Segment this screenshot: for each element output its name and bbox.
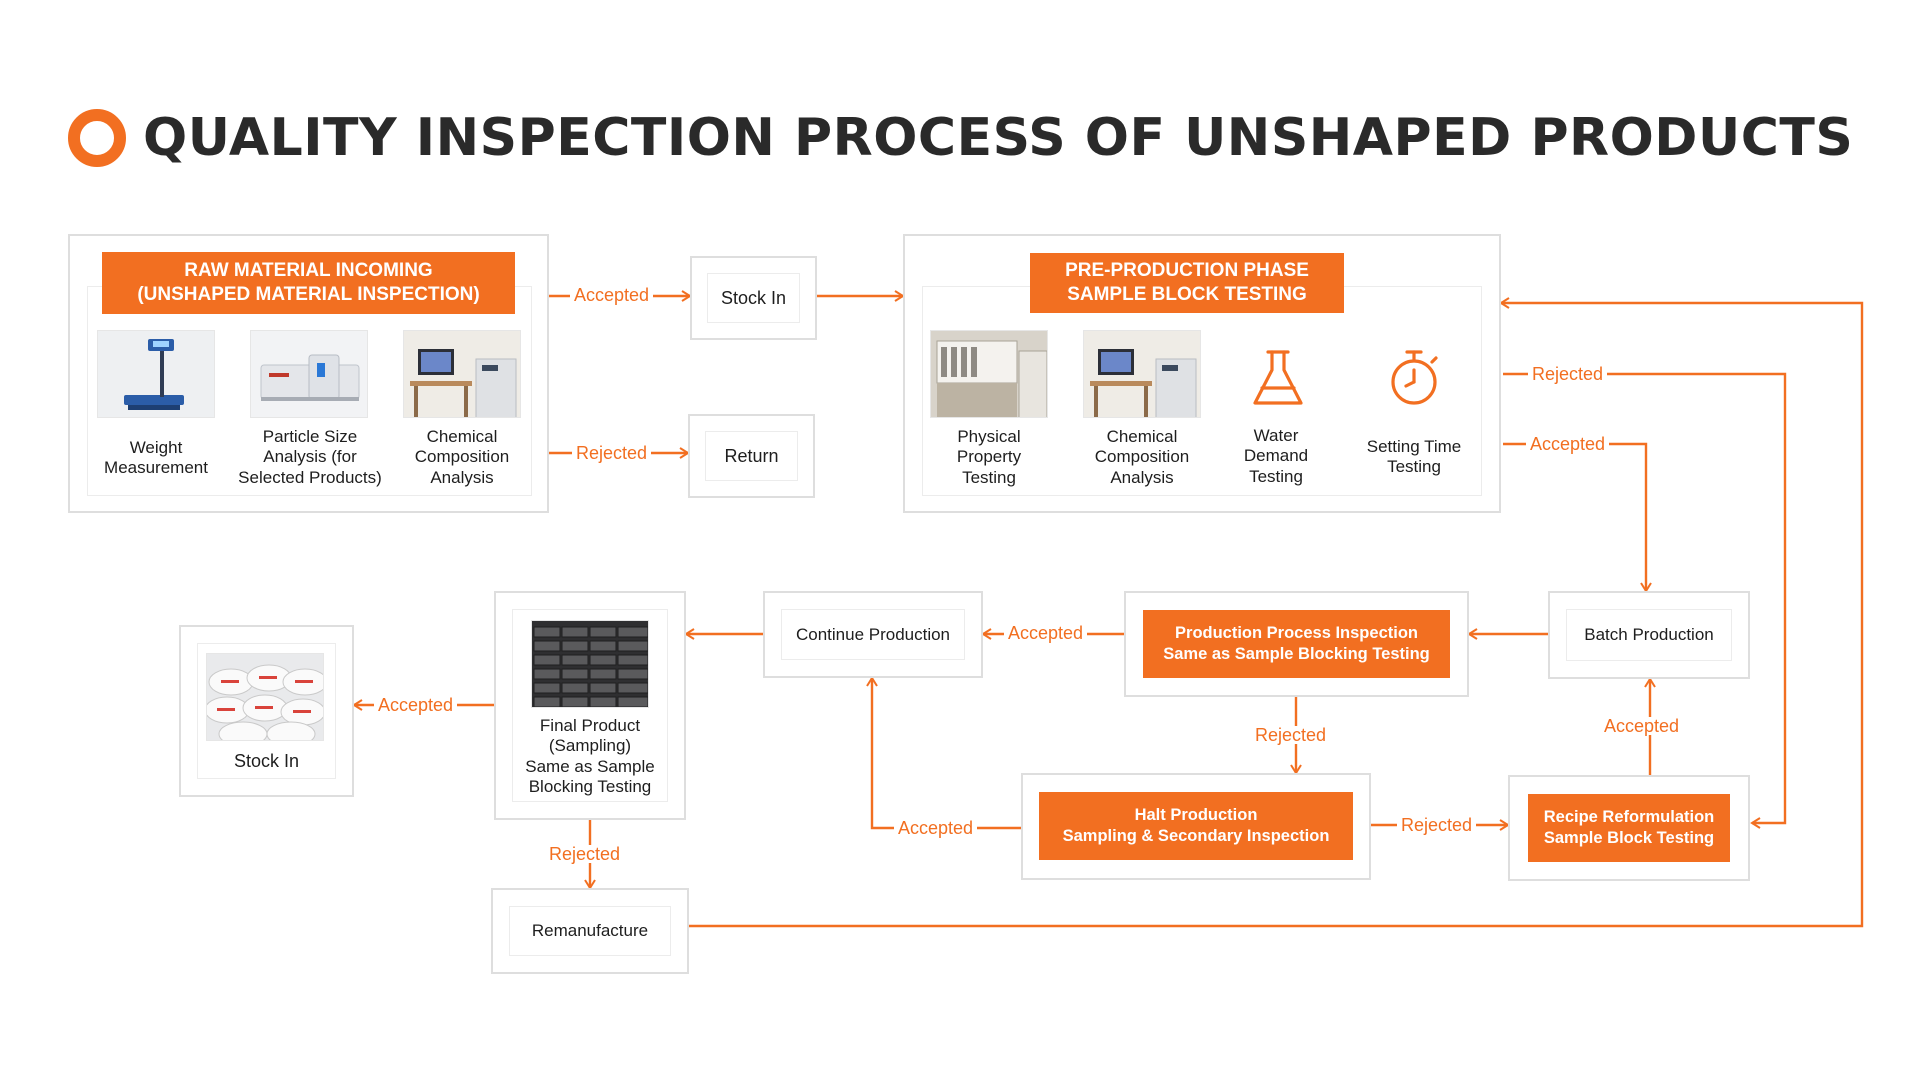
label-rejected-raw: Rejected	[572, 444, 652, 462]
label-accepted-pre: Accepted	[1526, 435, 1610, 453]
production-inspection-banner: Production Process Inspection Same as Sa…	[1143, 610, 1450, 678]
platform-scale-photo	[97, 330, 215, 418]
recipe-reformulation-box: Recipe Reformulation Sample Block Testin…	[1508, 775, 1750, 881]
remanufacture-box: Remanufacture	[491, 888, 689, 974]
remanufacture-label: Remanufacture	[531, 921, 649, 940]
continue-production-box: Continue Production	[763, 591, 983, 678]
continue-production-label: Continue Production	[795, 624, 951, 644]
lab-computer-photo-2	[1083, 330, 1201, 418]
raw-item-particle: Particle Size Analysis (for Selected Pro…	[238, 427, 382, 487]
batch-production-box: Batch Production	[1548, 591, 1750, 679]
line-pre-rejected-to-recipe	[1503, 372, 1787, 829]
label-rejected-inspection: Rejected	[1251, 726, 1331, 744]
halt-production-box: Halt Production Sampling & Secondary Ins…	[1021, 773, 1371, 880]
stock-in-top-label: Stock In	[720, 287, 787, 308]
raw-item-chemical: Chemical Composition Analysis	[414, 427, 510, 487]
label-rejected-pre: Rejected	[1528, 365, 1608, 383]
label-accepted-recipe: Accepted	[1600, 717, 1684, 735]
pre-item-setting: Setting Time Testing	[1366, 437, 1462, 477]
return-label: Return	[724, 445, 779, 466]
return-box: Return	[688, 414, 815, 498]
label-accepted-inspection: Accepted	[1004, 624, 1088, 642]
stock-in-final-label: Stock In	[233, 750, 300, 771]
label-rejected-final: Rejected	[545, 845, 625, 863]
flask-icon	[1253, 350, 1303, 405]
pre-item-water: Water Demand Testing	[1243, 426, 1309, 486]
pre-item-chemical: Chemical Composition Analysis	[1094, 427, 1190, 487]
label-accepted-final: Accepted	[374, 696, 458, 714]
label-rejected-halt: Rejected	[1397, 816, 1477, 834]
final-product-label: Final Product (Sampling) Same as Sample …	[525, 716, 655, 797]
line-halt-to-continue	[866, 676, 1021, 830]
line-pre-accepted-to-batch	[1503, 442, 1652, 593]
packaged-bags-photo	[206, 653, 324, 741]
raw-item-weight: Weight Measurement	[104, 438, 208, 478]
particle-analyzer-photo	[250, 330, 368, 418]
brick-stack-photo	[531, 620, 649, 708]
title-area: QUALITY INSPECTION PROCESS OF UNSHAPED P…	[68, 108, 1853, 168]
recipe-reformulation-banner: Recipe Reformulation Sample Block Testin…	[1528, 794, 1730, 862]
stock-in-top-box: Stock In	[690, 256, 817, 340]
production-inspection-box: Production Process Inspection Same as Sa…	[1124, 591, 1469, 697]
line-remanufacture-loop	[689, 297, 1864, 928]
halt-production-banner: Halt Production Sampling & Secondary Ins…	[1039, 792, 1353, 860]
label-accepted-raw: Accepted	[570, 286, 654, 304]
page-title: QUALITY INSPECTION PROCESS OF UNSHAPED P…	[143, 108, 1854, 168]
testing-machine-photo	[930, 330, 1048, 418]
label-accepted-halt: Accepted	[894, 819, 978, 837]
raw-material-banner: RAW MATERIAL INCOMING (UNSHAPED MATERIAL…	[102, 252, 515, 314]
stopwatch-icon	[1391, 350, 1438, 405]
pre-production-banner: PRE-PRODUCTION PHASE SAMPLE BLOCK TESTIN…	[1030, 253, 1344, 313]
batch-production-label: Batch Production	[1584, 625, 1714, 644]
pre-item-physical: Physical Property Testing	[956, 427, 1022, 487]
lab-computer-photo	[403, 330, 521, 418]
